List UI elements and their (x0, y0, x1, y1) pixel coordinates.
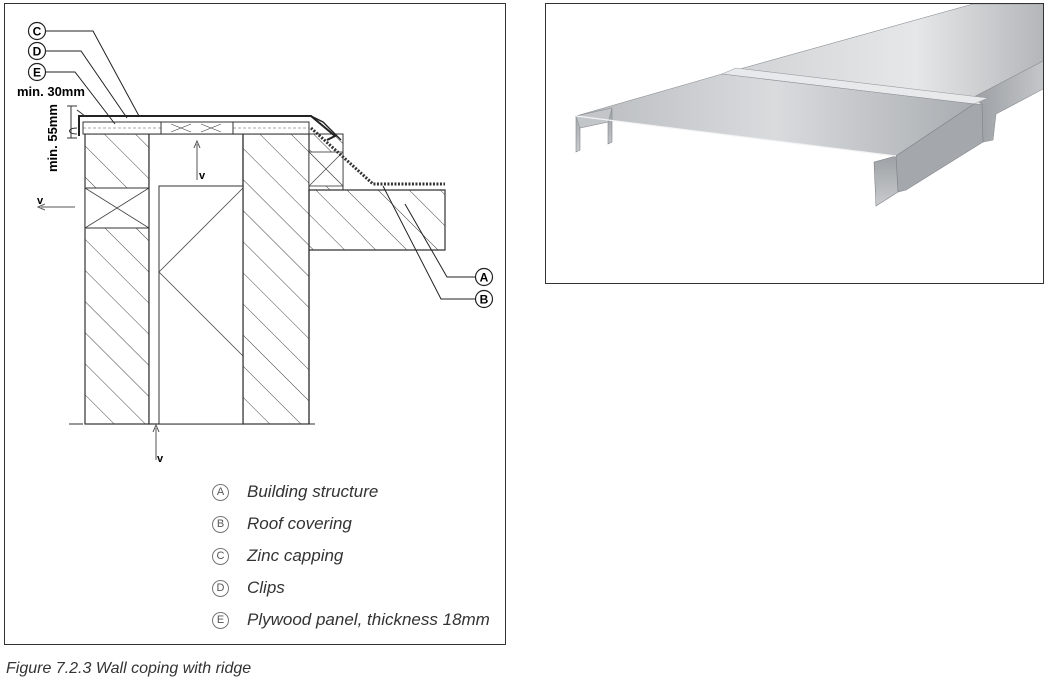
callout-c: C (33, 25, 42, 39)
inner-wall (242, 133, 310, 425)
legend-label: Roof covering (247, 514, 352, 533)
legend-letter: A (212, 484, 229, 501)
legend-letter: D (212, 580, 229, 597)
callout-b: B (480, 293, 489, 307)
roof-slab (308, 189, 446, 251)
coping-render-panel (545, 3, 1044, 284)
legend-label: Plywood panel, thickness 18mm (247, 610, 490, 629)
legend-letter: B (212, 516, 229, 533)
dimension-height: min. 55mm (45, 104, 60, 172)
figure-caption: Figure 7.2.3 Wall coping with ridge (6, 660, 252, 677)
zinc-coping-illustration (575, 4, 1043, 207)
callout-a: A (480, 271, 489, 285)
coping-front-drip (873, 155, 899, 207)
legend-label: Building structure (247, 482, 379, 501)
callout-d: D (33, 45, 42, 59)
outer-wall-leaf (84, 133, 150, 425)
callout-e: E (33, 66, 41, 80)
legend-letter: E (212, 612, 229, 629)
arrow-left-label: v (37, 195, 44, 207)
section-drawing: v v v min. 30mm min. 55mm C D E A B (17, 21, 494, 465)
arrow-mid-label: v (199, 170, 206, 182)
section-drawing-panel: v v v min. 30mm min. 55mm C D E A B A Bu… (4, 3, 506, 645)
legend-label: Clips (247, 578, 285, 597)
dimension-upstand: min. 30mm (17, 84, 85, 99)
legend-label: Zinc capping (247, 546, 344, 565)
arrow-bottom-label: v (157, 453, 164, 465)
legend-letter: C (212, 548, 229, 565)
